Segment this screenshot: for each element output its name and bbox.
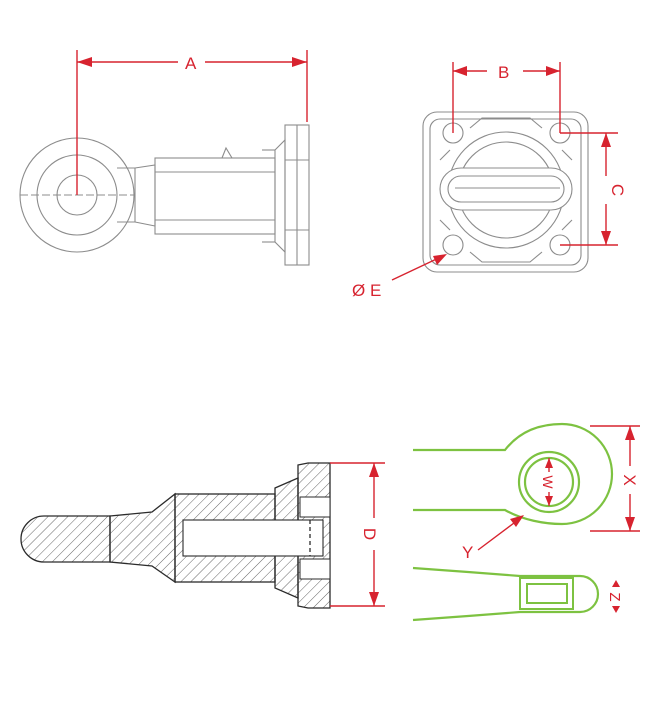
label-w: W — [540, 475, 556, 489]
label-d: D — [360, 528, 379, 540]
dimension-x: X — [590, 425, 640, 532]
dimension-c: C — [560, 132, 627, 246]
eye-detail-profile — [412, 566, 600, 622]
label-x: X — [620, 474, 639, 485]
dimension-z: Z — [606, 580, 623, 613]
dimension-b: B — [452, 62, 561, 133]
section-view — [20, 462, 331, 609]
side-view — [19, 124, 310, 266]
dimension-y: Y — [462, 515, 524, 562]
label-e: Ø E — [352, 281, 381, 300]
label-b: B — [498, 63, 509, 82]
label-c: C — [608, 184, 627, 196]
dimension-w: W — [539, 458, 559, 506]
label-a: A — [185, 54, 197, 73]
dimension-d: D — [330, 462, 385, 607]
eye-detail-top — [413, 422, 614, 526]
label-y: Y — [462, 543, 473, 562]
dimension-a: A — [76, 50, 308, 195]
dimension-e: Ø E — [352, 254, 447, 300]
front-view — [422, 111, 589, 273]
label-z: Z — [606, 592, 623, 601]
